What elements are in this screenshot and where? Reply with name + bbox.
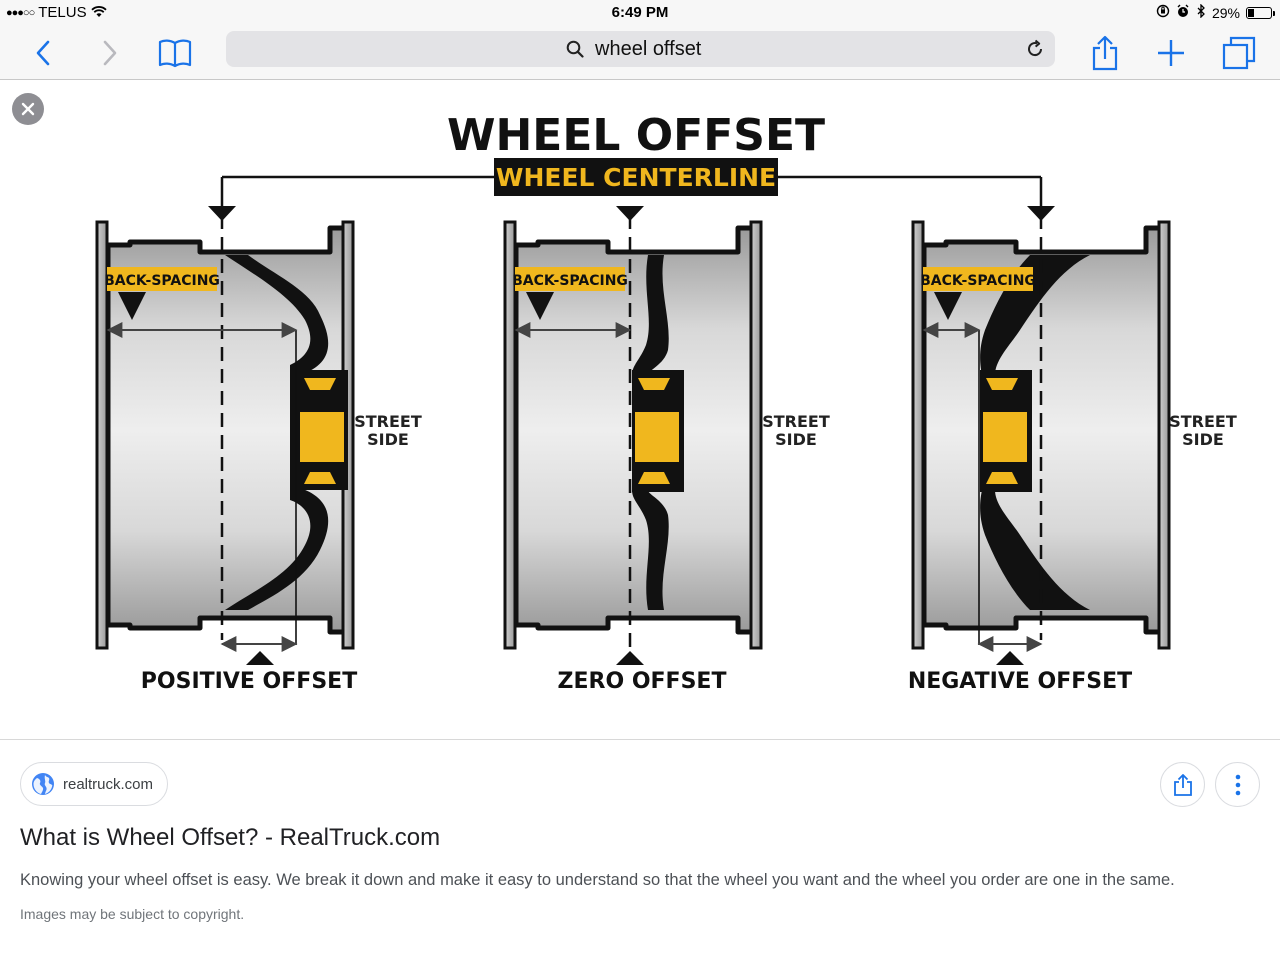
centerline-banner bbox=[494, 158, 778, 196]
forward-button[interactable] bbox=[88, 32, 132, 74]
wheel-offset-diagram: WHEEL OFFSET WHEEL CENTERLINE BACK-SPACI… bbox=[95, 110, 1237, 694]
signal-strength-icon: ●●●○○ bbox=[6, 6, 35, 19]
positive-offset-wheel: BACK-SPACING STREET SIDE POSITIVE OFFSET bbox=[95, 206, 422, 694]
centerline-label: WHEEL CENTERLINE bbox=[496, 163, 776, 192]
source-link-chip[interactable]: realtruck.com bbox=[20, 762, 169, 806]
svg-text:SIDE: SIDE bbox=[1182, 430, 1224, 449]
back-spacing-label-positive: BACK-SPACING bbox=[104, 273, 220, 289]
alarm-icon bbox=[1176, 4, 1190, 21]
result-description: Knowing your wheel offset is easy. We br… bbox=[20, 871, 1175, 889]
search-icon bbox=[566, 40, 584, 63]
orientation-lock-icon bbox=[1156, 4, 1170, 21]
bookmarks-icon bbox=[158, 39, 192, 68]
bookmarks-button[interactable] bbox=[153, 32, 197, 74]
street-side-label-negative: STREET bbox=[1169, 412, 1237, 431]
share-button[interactable] bbox=[1083, 32, 1127, 74]
diagram-title: WHEEL OFFSET bbox=[447, 110, 825, 161]
bluetooth-icon bbox=[1196, 3, 1206, 21]
carrier-label: TELUS bbox=[38, 4, 87, 21]
divider bbox=[0, 739, 1280, 740]
more-options-button[interactable] bbox=[1215, 762, 1260, 807]
street-side-label-positive: STREET bbox=[354, 412, 422, 431]
globe-icon bbox=[32, 773, 54, 795]
battery-icon bbox=[1246, 6, 1275, 19]
street-side-label-zero: STREET bbox=[762, 412, 830, 431]
battery-level bbox=[1248, 8, 1254, 17]
svg-text:SIDE: SIDE bbox=[775, 430, 817, 449]
status-right: 29% bbox=[1156, 3, 1275, 21]
status-left: ●●●○○ TELUS bbox=[6, 4, 107, 21]
zero-spoke-profile bbox=[632, 255, 669, 610]
browser-toolbar: wheel offset bbox=[0, 26, 1280, 80]
forward-icon bbox=[103, 40, 117, 66]
close-viewer-button[interactable] bbox=[12, 93, 44, 125]
negative-spoke-profile bbox=[980, 255, 1090, 610]
positive-offset-label: POSITIVE OFFSET bbox=[141, 669, 357, 694]
back-spacing-label-negative: BACK-SPACING bbox=[920, 273, 1036, 289]
copyright-notice: Images may be subject to copyright. bbox=[20, 906, 245, 922]
new-tab-button[interactable] bbox=[1149, 32, 1193, 74]
search-query-text: wheel offset bbox=[595, 38, 702, 60]
share-result-button[interactable] bbox=[1160, 762, 1205, 807]
back-button[interactable] bbox=[21, 32, 65, 74]
share-icon bbox=[1173, 773, 1192, 796]
result-title-link[interactable]: What is Wheel Offset? - RealTruck.com bbox=[20, 824, 441, 851]
tabs-button[interactable] bbox=[1217, 32, 1261, 74]
back-icon bbox=[36, 40, 50, 66]
battery-percent: 29% bbox=[1211, 4, 1240, 21]
clock-time: 6:49 PM bbox=[611, 4, 669, 21]
close-icon bbox=[21, 102, 35, 116]
negative-offset-wheel: BACK-SPACING STREET SIDE NEGATIVE OFFSET bbox=[908, 206, 1237, 694]
search-field[interactable]: wheel offset bbox=[226, 31, 1055, 67]
svg-text:SIDE: SIDE bbox=[367, 430, 409, 449]
negative-offset-label: NEGATIVE OFFSET bbox=[908, 669, 1132, 694]
more-vertical-icon bbox=[1235, 774, 1240, 795]
zero-offset-label: ZERO OFFSET bbox=[558, 669, 727, 694]
share-icon bbox=[1092, 35, 1118, 71]
wifi-icon bbox=[90, 5, 107, 21]
back-spacing-label-zero: BACK-SPACING bbox=[512, 273, 628, 289]
tabs-icon bbox=[1222, 36, 1256, 70]
source-domain: realtruck.com bbox=[63, 775, 154, 793]
add-tab-icon bbox=[1158, 40, 1184, 66]
reload-icon[interactable] bbox=[1023, 37, 1047, 61]
status-bar: ●●●○○ TELUS 6:49 PM 29% bbox=[0, 0, 1280, 26]
zero-offset-wheel: BACK-SPACING STREET SIDE ZERO OFFSET bbox=[503, 206, 830, 694]
